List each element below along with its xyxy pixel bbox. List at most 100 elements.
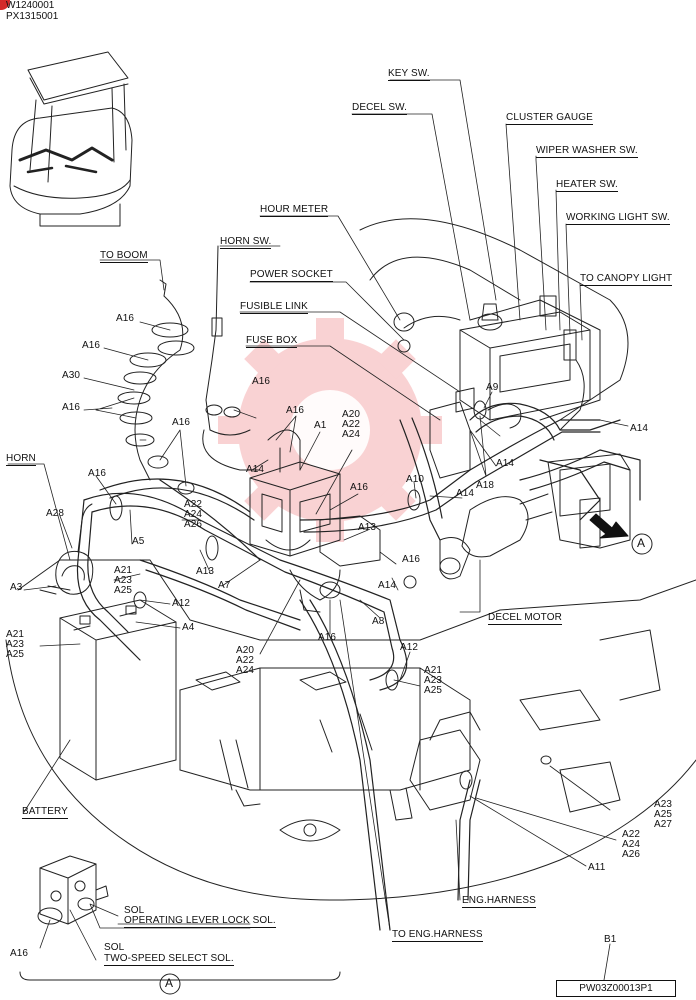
part-label-a21: A21: [114, 565, 133, 576]
part-label-a23: A23: [114, 575, 133, 586]
callout-power-socket: POWER SOCKET: [250, 269, 333, 282]
callout-horn-sw: HORN SW.: [220, 236, 272, 249]
callout-horn: HORN: [6, 453, 36, 466]
fuse-box: [249, 429, 381, 613]
part-label-a25: A25: [114, 585, 133, 596]
part-label-a25: A25: [424, 685, 443, 696]
part-label-a24: A24: [342, 429, 361, 440]
horn-switch-wire: [202, 245, 261, 471]
part-label-a22: A22: [622, 829, 641, 840]
part-label-a16-5: A16: [88, 468, 107, 479]
part-label-a16-2: A16: [82, 340, 101, 351]
callout-battery: BATTERY: [22, 806, 68, 819]
part-label-a16-11: A16: [10, 948, 29, 959]
callout-to-boom: TO BOOM: [100, 250, 148, 263]
part-label-a18: A18: [476, 480, 495, 491]
part-label-a16-6: A16: [252, 376, 271, 387]
callout-cluster-gauge: CLUSTER GAUGE: [506, 112, 593, 125]
part-label-a25: A25: [6, 649, 25, 660]
view-marker-a-arrow: A: [637, 536, 646, 550]
machine-frame: [5, 559, 696, 901]
callout-decel-sw: DECEL SW.: [352, 102, 407, 115]
switch-panel: [393, 295, 591, 431]
decel-motor: [439, 493, 553, 580]
part-label-a20: A20: [236, 645, 255, 656]
part-label-a14-4: A14: [496, 458, 515, 469]
part-label-a16-9: A16: [402, 554, 421, 565]
callout-sol-2: SOL: [104, 942, 125, 953]
battery-body: [59, 599, 177, 781]
part-label-a25: A25: [654, 809, 673, 820]
part-label-a16-10: A16: [318, 632, 337, 643]
part-label-a3: A3: [10, 582, 23, 593]
seat-outline: [359, 218, 629, 421]
part-label-a24: A24: [184, 509, 203, 520]
part-label-a1: A1: [314, 420, 327, 431]
part-label-a28: A28: [46, 508, 65, 519]
corner-marker: [0, 0, 10, 10]
inset-solenoid-view: [19, 855, 341, 981]
part-label-a7: A7: [218, 580, 231, 591]
part-label-group-a21-a23-a25-3: A21 A23 A25: [424, 666, 442, 696]
part-label-a22: A22: [342, 419, 361, 430]
callout-key-sw: KEY SW.: [388, 68, 430, 81]
part-label-a13-1: A13: [196, 566, 215, 577]
callout-to-eng-harness: TO ENG.HARNESS: [392, 929, 483, 942]
harness-runs: [76, 402, 641, 931]
part-label-a26: A26: [622, 849, 641, 860]
part-label-a14-5: A14: [630, 423, 649, 434]
part-label-a16-3: A16: [62, 402, 81, 413]
view-marker-a-inset: A: [165, 976, 174, 990]
part-label-a21: A21: [424, 665, 443, 676]
part-label-a14-2: A14: [378, 580, 397, 591]
part-label-a21: A21: [6, 629, 25, 640]
part-label-a9: A9: [486, 382, 499, 393]
part-label-a14-3: A14: [456, 488, 475, 499]
part-label-group-a21-a23-a25-1: A21 A23 A25: [114, 566, 132, 596]
part-label-a8: A8: [372, 616, 385, 627]
part-label-a12-1: A12: [172, 598, 191, 609]
part-label-a23: A23: [6, 639, 25, 650]
page-ref: B1: [604, 934, 617, 945]
part-label-a14-1: A14: [246, 464, 265, 475]
part-label-group-a22-a24-a26-2: A22 A24 A26: [622, 830, 640, 860]
part-label-group-a23-a25-a27: A23 A25 A27: [654, 800, 672, 830]
inset-machine-view: [9, 51, 133, 227]
part-label-a20: A20: [342, 409, 361, 420]
solenoid-bracket: [547, 453, 631, 549]
clamps: [109, 400, 552, 790]
part-label-a16-7: A16: [286, 405, 305, 416]
part-label-a24: A24: [622, 839, 641, 850]
part-label-a16-4: A16: [172, 417, 191, 428]
part-label-a16-1: A16: [116, 313, 135, 324]
callout-fuse-box: FUSE BOX: [246, 335, 298, 348]
part-label-a30: A30: [62, 370, 81, 381]
callout-decel-motor: DECEL MOTOR: [488, 612, 562, 625]
part-label-a23: A23: [424, 675, 443, 686]
part-label-a27: A27: [654, 819, 673, 830]
callout-sol-1-desc: OPERATING LEVER LOCK SOL.: [124, 915, 276, 928]
callout-to-canopy-light: TO CANOPY LIGHT: [580, 273, 673, 286]
part-label-a4: A4: [182, 622, 195, 633]
callout-working-light-sw: WORKING LIGHT SW.: [566, 212, 670, 225]
part-label-group-a20-a22-a24-1: A20 A22 A24: [342, 410, 360, 440]
part-label-group-a20-a22-a24-2: A20 A22 A24: [236, 646, 254, 676]
header-code-2: PX1315001: [6, 11, 59, 22]
part-label-a12-2: A12: [400, 642, 419, 653]
part-label-a23: A23: [654, 799, 673, 810]
part-label-group-a22-a24-a26-1: A22 A24 A26: [184, 500, 202, 530]
part-label-a22: A22: [184, 499, 203, 510]
part-label-a24: A24: [236, 665, 255, 676]
callout-wiper-washer-sw: WIPER WASHER SW.: [536, 145, 638, 158]
callout-heater-sw: HEATER SW.: [556, 179, 618, 192]
horn-part: [39, 503, 94, 595]
callout-fusible-link: FUSIBLE LINK: [240, 301, 308, 314]
part-label-a13-2: A13: [358, 522, 377, 533]
callout-sol-1: SOL: [124, 905, 145, 916]
drawing-code: PW03Z00013P1: [556, 980, 676, 997]
header-codes: W1240001 PX1315001: [6, 0, 58, 22]
callout-eng-harness: ENG.HARNESS: [462, 895, 536, 908]
part-label-group-a21-a23-a25-2: A21 A23 A25: [6, 630, 24, 660]
